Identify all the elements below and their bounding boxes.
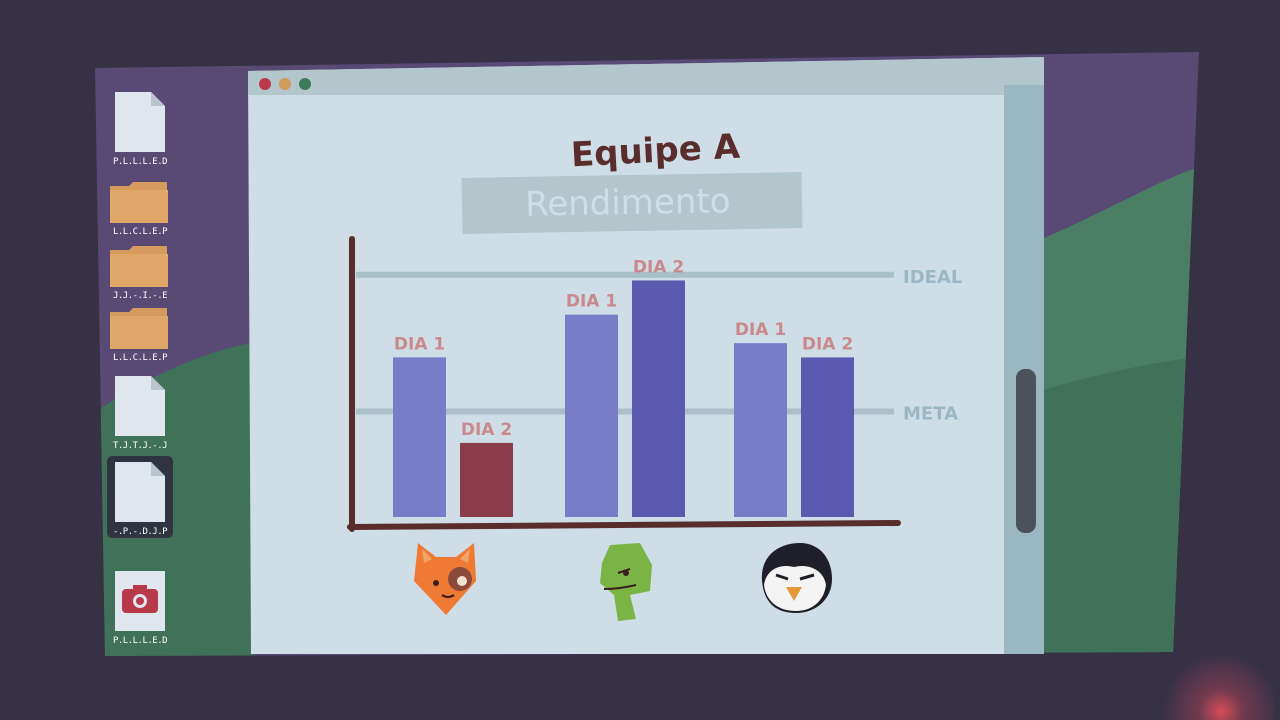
reference-label-meta: META <box>903 404 958 425</box>
bar-lizard-dia-2 <box>632 280 685 517</box>
desktop-icon-label: L.L.C.L.E.P <box>112 227 168 237</box>
bars: DIA 1 DIA 2 DIA 1 DIA 2 DIA 1 DIA 2 <box>393 257 854 517</box>
bar-fox-dia-1 <box>393 357 446 517</box>
desktop-folder-icon[interactable]: L.L.C.L.E.P <box>107 302 173 364</box>
penguin-avatar-icon <box>761 543 832 613</box>
desktop-folder-icon[interactable]: J.J.-.I.-.E <box>107 240 173 302</box>
folder-icon <box>110 308 168 349</box>
red-indicator-light <box>1155 640 1275 720</box>
chart-subtitle-banner <box>461 172 803 234</box>
desktop-file-icon[interactable]: P.L.L.L.E.D <box>107 86 173 168</box>
bar-penguin-dia-1 <box>734 343 787 517</box>
bar-label: DIA 2 <box>633 257 684 277</box>
desktop-icon-label: P.L.L.L.E.D <box>112 636 168 646</box>
desktop-camera-icon[interactable]: P.L.L.L.E.D <box>107 565 173 647</box>
bar-penguin-dia-2 <box>801 357 854 517</box>
desktop-folder-icon[interactable]: L.L.C.L.E.P <box>107 176 173 238</box>
desktop-file-icon[interactable]: T.J.T.J.-.J <box>107 370 173 452</box>
camera-icon <box>115 571 165 631</box>
fox-avatar-icon <box>414 543 476 615</box>
minimize-window-button[interactable] <box>279 78 291 90</box>
bar-label: DIA 1 <box>735 320 786 340</box>
bar-label: DIA 1 <box>566 292 617 312</box>
desktop-icon-label: P.L.L.L.E.D <box>112 157 168 167</box>
desktop-icon-label: J.J.-.I.-.E <box>112 291 168 301</box>
bar-fox-dia-2 <box>460 442 513 517</box>
reference-label-ideal: IDEAL <box>903 267 962 288</box>
scrollbar-thumb[interactable] <box>1016 369 1036 533</box>
bar-lizard-dia-1 <box>565 314 618 517</box>
bar-label: DIA 2 <box>802 334 853 354</box>
zoom-window-button[interactable] <box>299 78 311 90</box>
desktop-file-icon[interactable]: -.P.-.D.J.P <box>107 456 173 538</box>
bar-chart: Equipe A Rendimento IDEAL META DIA 1 DIA 2… <box>347 127 962 532</box>
desktop-icon-label: T.J.T.J.-.J <box>112 441 168 451</box>
lizard-avatar-icon <box>600 543 652 621</box>
bar-label: DIA 1 <box>394 334 445 354</box>
chart-window[interactable]: Equipe A Rendimento IDEAL META DIA 1 DIA 2… <box>248 57 1044 654</box>
file-icon <box>115 376 165 436</box>
close-window-button[interactable] <box>259 78 271 90</box>
file-icon <box>115 92 165 152</box>
chart-title: Equipe A <box>570 127 742 176</box>
folder-icon <box>110 182 168 223</box>
bar-label: DIA 2 <box>461 420 512 440</box>
desktop-icon-label: L.L.C.L.E.P <box>112 353 168 363</box>
desktop-icon-label: -.P.-.D.J.P <box>112 527 168 537</box>
x-axis <box>347 520 901 530</box>
folder-icon <box>110 246 168 287</box>
chart-subtitle: Rendimento <box>525 181 731 225</box>
file-icon <box>115 462 165 522</box>
